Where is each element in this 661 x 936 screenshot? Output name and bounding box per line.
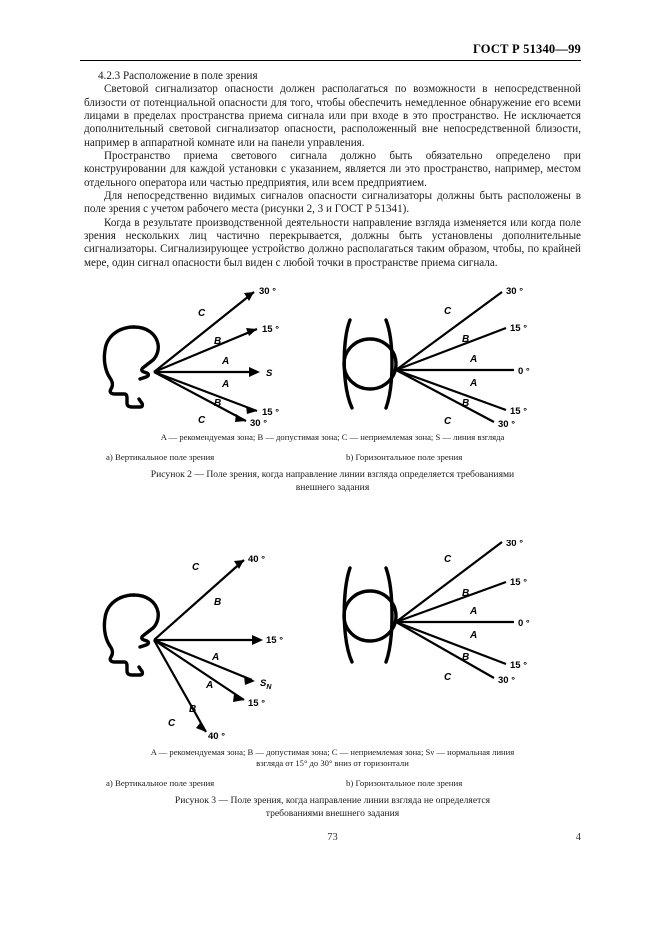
head-top-down-icon <box>342 318 398 410</box>
page-header: ГОСТ Р 51340—99 <box>80 40 581 58</box>
figure-2-caption-line-1: Рисунок 2 — Поле зрения, когда направлен… <box>150 469 515 480</box>
figure-3-caption-line-1: Рисунок 3 — Поле зрения, когда направлен… <box>174 795 491 806</box>
figure-2-sub-caption-a: a) Вертикальное поле зрения <box>106 452 215 462</box>
figure-3-vertical-arrowheads <box>196 560 263 732</box>
figure-3-sub-caption-b: b) Горизонтальное поле зрения <box>346 778 463 788</box>
figure-2-vertical-arrowheads <box>235 292 260 422</box>
figure-3-horizontal-diagram: C B A A B C 30 ° 15 ° 0 ° 15 ° 30 ° <box>334 540 574 745</box>
zone-label-c-up: C <box>444 554 452 565</box>
figure-2-caption: Рисунок 2 — Поле зрения, когда направлен… <box>84 469 581 494</box>
figure-3: C B A A B C 40 ° 15 ° SN 15 ° <box>84 540 581 820</box>
zone-label-c-up: C <box>192 562 200 573</box>
zone-label-c-bottom: C <box>444 672 452 683</box>
figure-3-note-zone-sv: Sν — нормальная линия <box>425 747 515 757</box>
sight-line-subscript: N <box>266 684 272 691</box>
figure-2-note-zone-b: B — допустимая зона; <box>257 432 340 442</box>
figure-3-sub-caption-a: a) Вертикальное поле зрения <box>106 778 215 788</box>
page-footer: 73 4 <box>84 832 581 848</box>
angle-label-up-30: 30 ° <box>506 286 523 297</box>
angle-label-up-15: 15 ° <box>510 323 527 334</box>
page-number-center: 73 <box>327 832 338 843</box>
figure-3-zone-note: A — рекомендуемая зона; B — допустимая з… <box>84 747 581 769</box>
zone-label-b-up: B <box>214 336 221 347</box>
angle-label-center-0: 0 ° <box>518 618 530 629</box>
zone-label-a-up: A <box>469 606 477 617</box>
angle-label-center-0: 0 ° <box>518 366 530 377</box>
sight-line-letter: S <box>260 678 267 689</box>
angle-label-sight-line: S <box>266 368 273 379</box>
figure-2-horizontal-rays <box>395 291 514 423</box>
figure-2: C B A A B C 30 ° 15 ° S <box>84 282 581 494</box>
figure-2-sub-caption-b: b) Горизонтальное поле зрения <box>346 452 463 462</box>
zone-label-b-down: B <box>189 704 196 715</box>
figure-3-note-zone-c: C — неприемлемая зона; <box>331 747 424 757</box>
angle-label-up-30: 30 ° <box>506 540 523 549</box>
figure-3-vertical-diagram: C B A A B C 40 ° 15 ° SN 15 ° <box>94 540 324 745</box>
header-divider <box>80 60 581 61</box>
figure-3-horizontal-rays <box>395 541 514 679</box>
angle-label-down-15: 15 ° <box>248 698 265 709</box>
figure-2-caption-line-2: внешнего задания <box>295 481 370 493</box>
figure-3-vertical-rays <box>153 559 260 733</box>
zone-label-b-up: B <box>462 334 469 345</box>
figure-3-caption-line-2: требованиями внешнего задания <box>265 807 400 819</box>
angle-label-down-40: 40 ° <box>208 731 225 742</box>
figure-2-zone-note: A — рекомендуемая зона; B — допустимая з… <box>84 432 581 443</box>
figure-2-vertical-rays <box>153 291 258 422</box>
angle-label-down-15: 15 ° <box>510 660 527 671</box>
figure-2-horizontal-diagram: C B A A B C 30 ° 15 ° 0 ° 15 ° 30 ° <box>334 282 574 430</box>
head-profile-side-icon <box>102 593 160 677</box>
zone-label-a-up: A <box>469 354 477 365</box>
angle-label-up-15: 15 ° <box>262 324 279 335</box>
paragraph-3: Для непосредственно видимых сигналов опа… <box>84 190 581 216</box>
paragraph-4: Когда в результате производственной деят… <box>84 216 581 269</box>
angle-label-down-30: 30 ° <box>250 418 267 429</box>
figure-3-diagrams: C B A A B C 40 ° 15 ° SN 15 ° <box>84 540 581 745</box>
zone-label-c-up: C <box>198 308 206 319</box>
zone-label-a-down: A <box>469 378 477 389</box>
zone-label-c-bottom: C <box>168 718 176 729</box>
head-profile-side-icon <box>102 325 160 409</box>
zone-label-a-down: A <box>221 379 229 390</box>
head-top-down-icon <box>342 566 398 664</box>
figure-3-caption: Рисунок 3 — Поле зрения, когда направлен… <box>84 795 581 820</box>
paragraph-1: Световой сигнализатор опасности должен р… <box>84 83 581 149</box>
zone-label-b-up: B <box>214 597 221 608</box>
angle-label-down-15: 15 ° <box>510 406 527 417</box>
zone-label-b-up: B <box>462 588 469 599</box>
figure-3-note-line-2: взгляда от 15° до 30° вниз от горизонтал… <box>256 758 409 768</box>
zone-label-c-up: C <box>444 306 452 317</box>
figure-3-note-zone-b: B — допустимая зона; <box>247 747 330 757</box>
body-text: 4.2.3 Расположение в поле зрения Светово… <box>84 70 581 270</box>
page-number-right: 4 <box>575 832 581 843</box>
paragraph-2: Пространство приема светового сигнала до… <box>84 150 581 189</box>
angle-label-up-15: 15 ° <box>510 577 527 588</box>
zone-label-a-up: A <box>221 356 229 367</box>
zone-label-b-down: B <box>214 398 221 409</box>
figure-3-note-zone-a: A — рекомендуемая зона; <box>150 747 246 757</box>
figure-2-note-zone-s: S — линия взгляда <box>435 432 505 442</box>
figure-2-diagrams: C B A A B C 30 ° 15 ° S <box>84 282 581 430</box>
angle-label-down-30: 30 ° <box>498 419 515 430</box>
angle-label-sight-line-sv: SN <box>260 678 272 691</box>
zone-label-c-bottom: C <box>198 415 206 426</box>
figure-2-vertical-diagram: C B A A B C 30 ° 15 ° S <box>94 282 324 430</box>
angle-label-up-40: 40 ° <box>248 554 265 565</box>
zone-label-c-bottom: C <box>444 416 452 427</box>
zone-label-b-down: B <box>462 652 469 663</box>
figure-2-note-zone-c: C — неприемлемая зона; <box>341 432 434 442</box>
zone-label-a-up: A <box>211 652 219 663</box>
figure-3-note-line-1: A — рекомендуемая зона; B — допустимая з… <box>84 747 581 758</box>
standard-title: ГОСТ Р 51340—99 <box>472 42 581 56</box>
angle-label-up-30: 30 ° <box>259 286 276 297</box>
angle-label-horizon-15: 15 ° <box>266 635 283 646</box>
figure-2-note-zone-a: A — рекомендуемая зона; <box>160 432 256 442</box>
zone-label-a-down: A <box>469 630 477 641</box>
clause-heading: 4.2.3 Расположение в поле зрения <box>98 70 258 82</box>
zone-label-a-down: A <box>205 680 213 691</box>
angle-label-down-30: 30 ° <box>498 675 515 686</box>
zone-label-b-down: B <box>462 398 469 409</box>
angle-label-down-15: 15 ° <box>262 407 279 418</box>
